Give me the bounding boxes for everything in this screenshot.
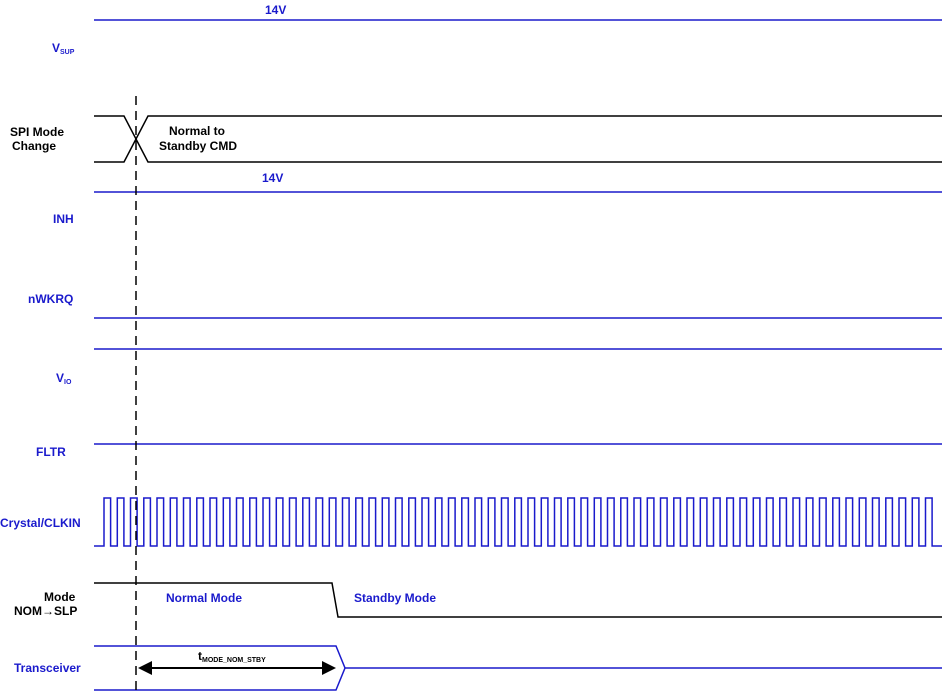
- clk-label: Crystal/CLKIN: [0, 516, 81, 530]
- inh-label: INH: [53, 212, 74, 226]
- fltr-label: FLTR: [36, 445, 66, 459]
- vio-label: VIO: [56, 371, 72, 386]
- vsup-label: VSUP: [52, 41, 75, 56]
- mode-trace: [94, 582, 942, 618]
- transceiver-label: Transceiver: [14, 661, 81, 675]
- mode-signal: Mode NOM→SLP Normal Mode Standby Mode: [14, 582, 942, 618]
- nwkrq-signal: nWKRQ: [28, 292, 942, 319]
- mode-standby-label: Standby Mode: [354, 591, 436, 605]
- mode-label-line1: Mode: [44, 590, 76, 604]
- vsup-level: 14V: [265, 3, 286, 17]
- inh-signal: 14V INH: [53, 171, 942, 226]
- mode-label-line2: NOM→SLP: [14, 604, 77, 618]
- spi-label-line2: Change: [12, 139, 56, 153]
- timing-arrow-left-head: [138, 661, 152, 675]
- spi-signal: SPI Mode Change Normal to Standby CMD: [10, 115, 942, 163]
- nwkrq-label: nWKRQ: [28, 292, 73, 306]
- timing-label: tMODE_NOM_STBY: [198, 649, 266, 664]
- inh-level: 14V: [262, 171, 283, 185]
- vsup-signal: 14V VSUP: [52, 3, 942, 56]
- spi-annotation-line2: Standby CMD: [159, 139, 237, 153]
- timing-arrow-right-head: [322, 661, 336, 675]
- spi-annotation-line1: Normal to: [169, 124, 225, 138]
- clk-signal: Crystal/CLKIN: [0, 497, 942, 547]
- spi-label-line1: SPI Mode: [10, 125, 64, 139]
- transceiver-signal: Transceiver tMODE_NOM_STBY: [14, 645, 942, 691]
- mode-normal-label: Normal Mode: [166, 591, 242, 605]
- spi-trace-high: [94, 115, 942, 163]
- clk-trace: [94, 497, 942, 547]
- vio-signal: VIO: [56, 348, 942, 386]
- fltr-signal: FLTR: [36, 443, 942, 459]
